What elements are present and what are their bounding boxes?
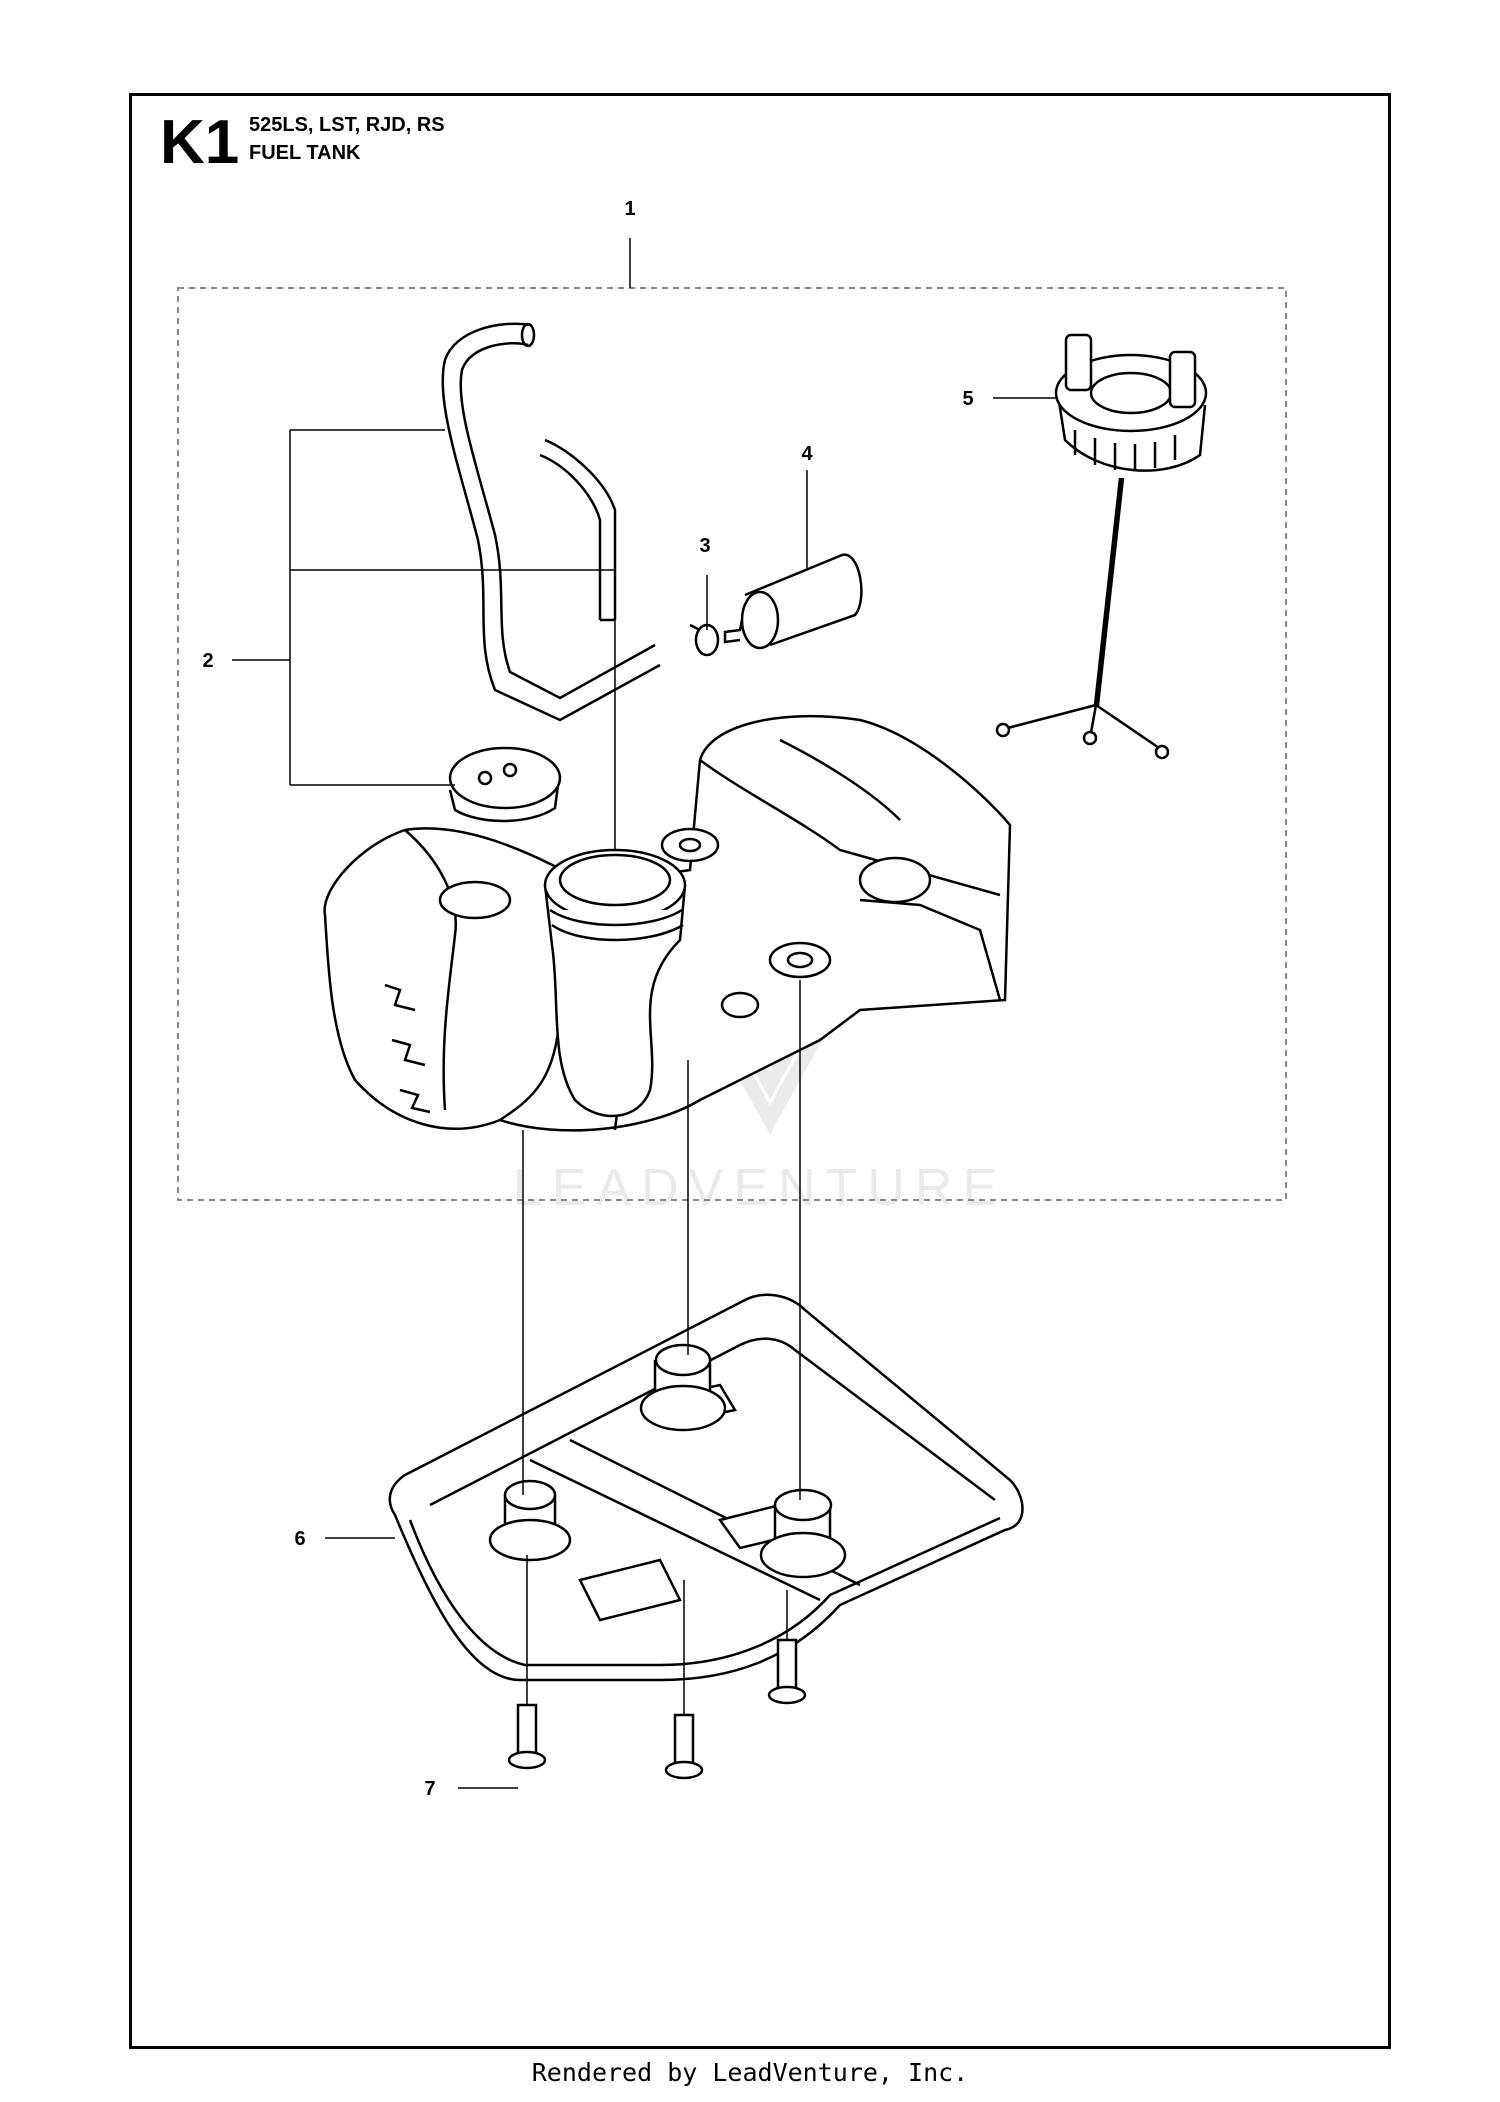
hose-clamp [689, 623, 720, 657]
page-title: FUEL TANK [249, 142, 361, 164]
skid-plate-bosses [488, 1343, 847, 1579]
alignment-lines [522, 620, 801, 1715]
fuel-filter [723, 553, 863, 650]
footer-credit: Rendered by LeadVenture, Inc. [531, 2058, 969, 2087]
tank-vent-grommet [448, 746, 562, 823]
watermark-text: LEADVENTURE [513, 1159, 1007, 1217]
mounting-screws [507, 1638, 807, 1780]
filler-neck [543, 848, 687, 1118]
drawing-frame [129, 93, 1391, 2049]
callout-3: 3 [699, 535, 710, 557]
callout-1: 1 [624, 198, 635, 220]
assembly-box [177, 287, 1287, 1201]
fuel-hose [441, 322, 661, 722]
tank-ribs [384, 983, 431, 1114]
model-list: 525LS, LST, RJD, RS [249, 114, 445, 136]
return-hose [539, 438, 617, 622]
watermark: LEADVENTURE [513, 1026, 1007, 1217]
callout-5: 5 [962, 388, 973, 410]
section-code: K1 [160, 108, 240, 177]
callout-2: 2 [202, 650, 213, 672]
tank-mount-bosses [660, 827, 832, 1019]
callout-leaders [232, 238, 1058, 1789]
callout-7: 7 [424, 1778, 435, 1800]
callout-4: 4 [801, 443, 813, 465]
callout-6: 6 [294, 1528, 305, 1550]
tank-cap [995, 333, 1208, 760]
